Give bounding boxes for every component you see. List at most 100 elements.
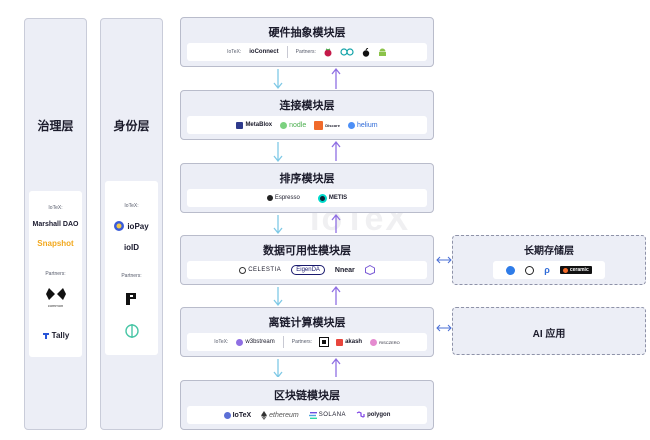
- helium-logo: helium: [347, 121, 378, 129]
- storage-logos: ρ ceramic: [493, 261, 605, 279]
- governance-panel: IoTeX: Marshall DAO Snapshot Partners: c…: [29, 191, 82, 357]
- eigenda-logo: EigenDA: [291, 265, 325, 275]
- partner-circle-icon: [319, 337, 330, 347]
- metablox-logo: MetaBlox: [236, 121, 273, 129]
- governance-title: 治理层: [37, 119, 74, 133]
- sequencing-layer-logos: Espresso METIS: [187, 189, 427, 207]
- espresso-label: Espresso: [274, 195, 300, 201]
- phi-logo-icon: [105, 323, 158, 344]
- blockchain-layer-logos: IoTeX ethereum SOLANA polygon: [187, 406, 427, 424]
- espresso-logo: Espresso: [266, 195, 300, 201]
- compute-partners-label: Partners:: [291, 339, 313, 345]
- ethereum-label: ethereum: [269, 411, 299, 419]
- helium-icon: [347, 121, 355, 129]
- marshall-dao-label: Marshall DAO: [32, 221, 79, 228]
- iotex-logo: IoTeX: [223, 411, 252, 419]
- metis-label: METIS: [328, 195, 348, 201]
- ethereum-icon: [261, 410, 268, 420]
- data-availability-layer-logos: CELESTIA EigenDA Nnear: [187, 261, 427, 279]
- iotex-label: IoTeX: [232, 411, 252, 419]
- iopay-label: ioPay: [127, 221, 149, 231]
- polygon-label: polygon: [367, 412, 391, 418]
- divider: [286, 46, 288, 58]
- identity-title: 身份层: [113, 119, 150, 133]
- raspberry-pi-icon: [324, 48, 332, 56]
- iopay-logo: ioPay: [105, 221, 158, 231]
- ioid-label: ioID: [123, 243, 140, 252]
- divider: [282, 336, 284, 348]
- ceramic-logo: ceramic: [559, 266, 592, 274]
- metis-icon: [317, 193, 327, 203]
- celestia-logo: CELESTIA: [239, 266, 282, 274]
- tally-icon: [42, 332, 49, 339]
- akash-logo: akash: [336, 338, 362, 346]
- ceramic-icon: [562, 267, 568, 273]
- hardware-iotex-label: IoTeX:: [227, 49, 242, 55]
- layer-arrows: [273, 67, 341, 377]
- blockchain-layer: 区块链模块层 IoTeX ethereum SOLANA polygon: [180, 380, 434, 430]
- ai-title: AI 应用: [532, 329, 566, 340]
- solana-label: SOLANA: [318, 412, 347, 418]
- solana-logo: SOLANA: [308, 411, 347, 419]
- celestia-label: CELESTIA: [248, 267, 282, 273]
- offchain-compute-layer: 离链计算模块层 IoTeX: w3bstream Partners: akash…: [180, 307, 434, 357]
- identity-column: 身份层 IoTeX: ioPay ioID Partners:: [100, 18, 163, 430]
- risczero-logo: RISCZERO: [370, 338, 400, 346]
- discore-icon: [314, 120, 324, 130]
- snapshot-label: Snapshot: [37, 239, 74, 248]
- discore-logo: Discore: [314, 120, 340, 130]
- w3bstream-logo: w3bstream: [236, 338, 275, 346]
- android-icon: [378, 48, 386, 56]
- arduino-icon: [340, 48, 354, 56]
- near-logo: Nnear: [334, 266, 355, 274]
- metablox-label: MetaBlox: [245, 122, 273, 128]
- governance-column: 治理层 IoTeX: Marshall DAO Snapshot Partner…: [24, 18, 87, 430]
- hardware-layer-logos: IoTeX: ioConnect Partners:: [187, 43, 427, 61]
- risczero-icon: [370, 338, 378, 346]
- connectivity-layer-title: 连接模块层: [279, 100, 335, 112]
- hardware-layer-title: 硬件抽象模块层: [268, 27, 346, 39]
- ioconnect-label: ioConnect: [249, 49, 279, 55]
- ceramic-label: ceramic: [569, 267, 589, 273]
- nodle-icon: [280, 121, 288, 129]
- up-arrows: [331, 67, 341, 377]
- polygon-icon: [356, 411, 365, 418]
- polygon-logo: polygon: [356, 411, 390, 419]
- sequencing-layer-title: 排序模块层: [279, 173, 335, 185]
- polygon-hex-icon: [364, 265, 375, 275]
- metablox-icon: [236, 121, 244, 129]
- nodle-logo: nodle: [280, 121, 306, 129]
- tally-label: Tally: [51, 331, 70, 340]
- identity-iotex-label: IoTeX:: [124, 203, 139, 209]
- discore-label: Discore: [325, 122, 340, 128]
- blockchain-layer-title: 区块链模块层: [274, 390, 340, 402]
- compute-iotex-label: IoTeX:: [214, 339, 229, 345]
- p-logo-blue-icon: ρ: [544, 265, 550, 275]
- ai-applications-box: AI 应用: [452, 307, 646, 355]
- connectivity-layer-logos: MetaBlox nodle Discore helium: [187, 116, 427, 134]
- sequencing-layer: 排序模块层 Espresso METIS: [180, 163, 434, 213]
- ethereum-logo: ethereum: [261, 410, 299, 420]
- akash-icon: [336, 338, 344, 346]
- common-logo-icon: [29, 287, 82, 306]
- storage-title: 长期存储层: [524, 246, 574, 257]
- helium-label: helium: [356, 121, 378, 129]
- solana-icon: [308, 411, 317, 419]
- iopay-icon: [114, 221, 125, 231]
- long-term-storage-box: 长期存储层 ρ ceramic: [452, 235, 646, 285]
- tally-logo: Tally: [29, 331, 82, 340]
- hardware-abstraction-layer: 硬件抽象模块层 IoTeX: ioConnect Partners:: [180, 17, 434, 67]
- data-availability-layer-title: 数据可用性模块层: [263, 245, 351, 257]
- offchain-compute-layer-title: 离链计算模块层: [268, 317, 346, 329]
- offchain-compute-layer-logos: IoTeX: w3bstream Partners: akash RISCZER…: [187, 333, 427, 351]
- side-arrows: [436, 256, 452, 332]
- celestia-icon: [239, 266, 247, 274]
- identity-panel: IoTeX: ioPay ioID Partners:: [105, 181, 158, 355]
- connectivity-layer: 连接模块层 MetaBlox nodle Discore helium: [180, 90, 434, 140]
- p-logo-icon: [105, 291, 158, 312]
- w3bstream-label: w3bstream: [245, 339, 275, 345]
- w3bstream-icon: [236, 338, 244, 346]
- governance-partners-label: Partners:: [45, 271, 66, 277]
- governance-iotex-label: IoTeX:: [48, 205, 63, 211]
- filecoin-icon: [506, 265, 516, 275]
